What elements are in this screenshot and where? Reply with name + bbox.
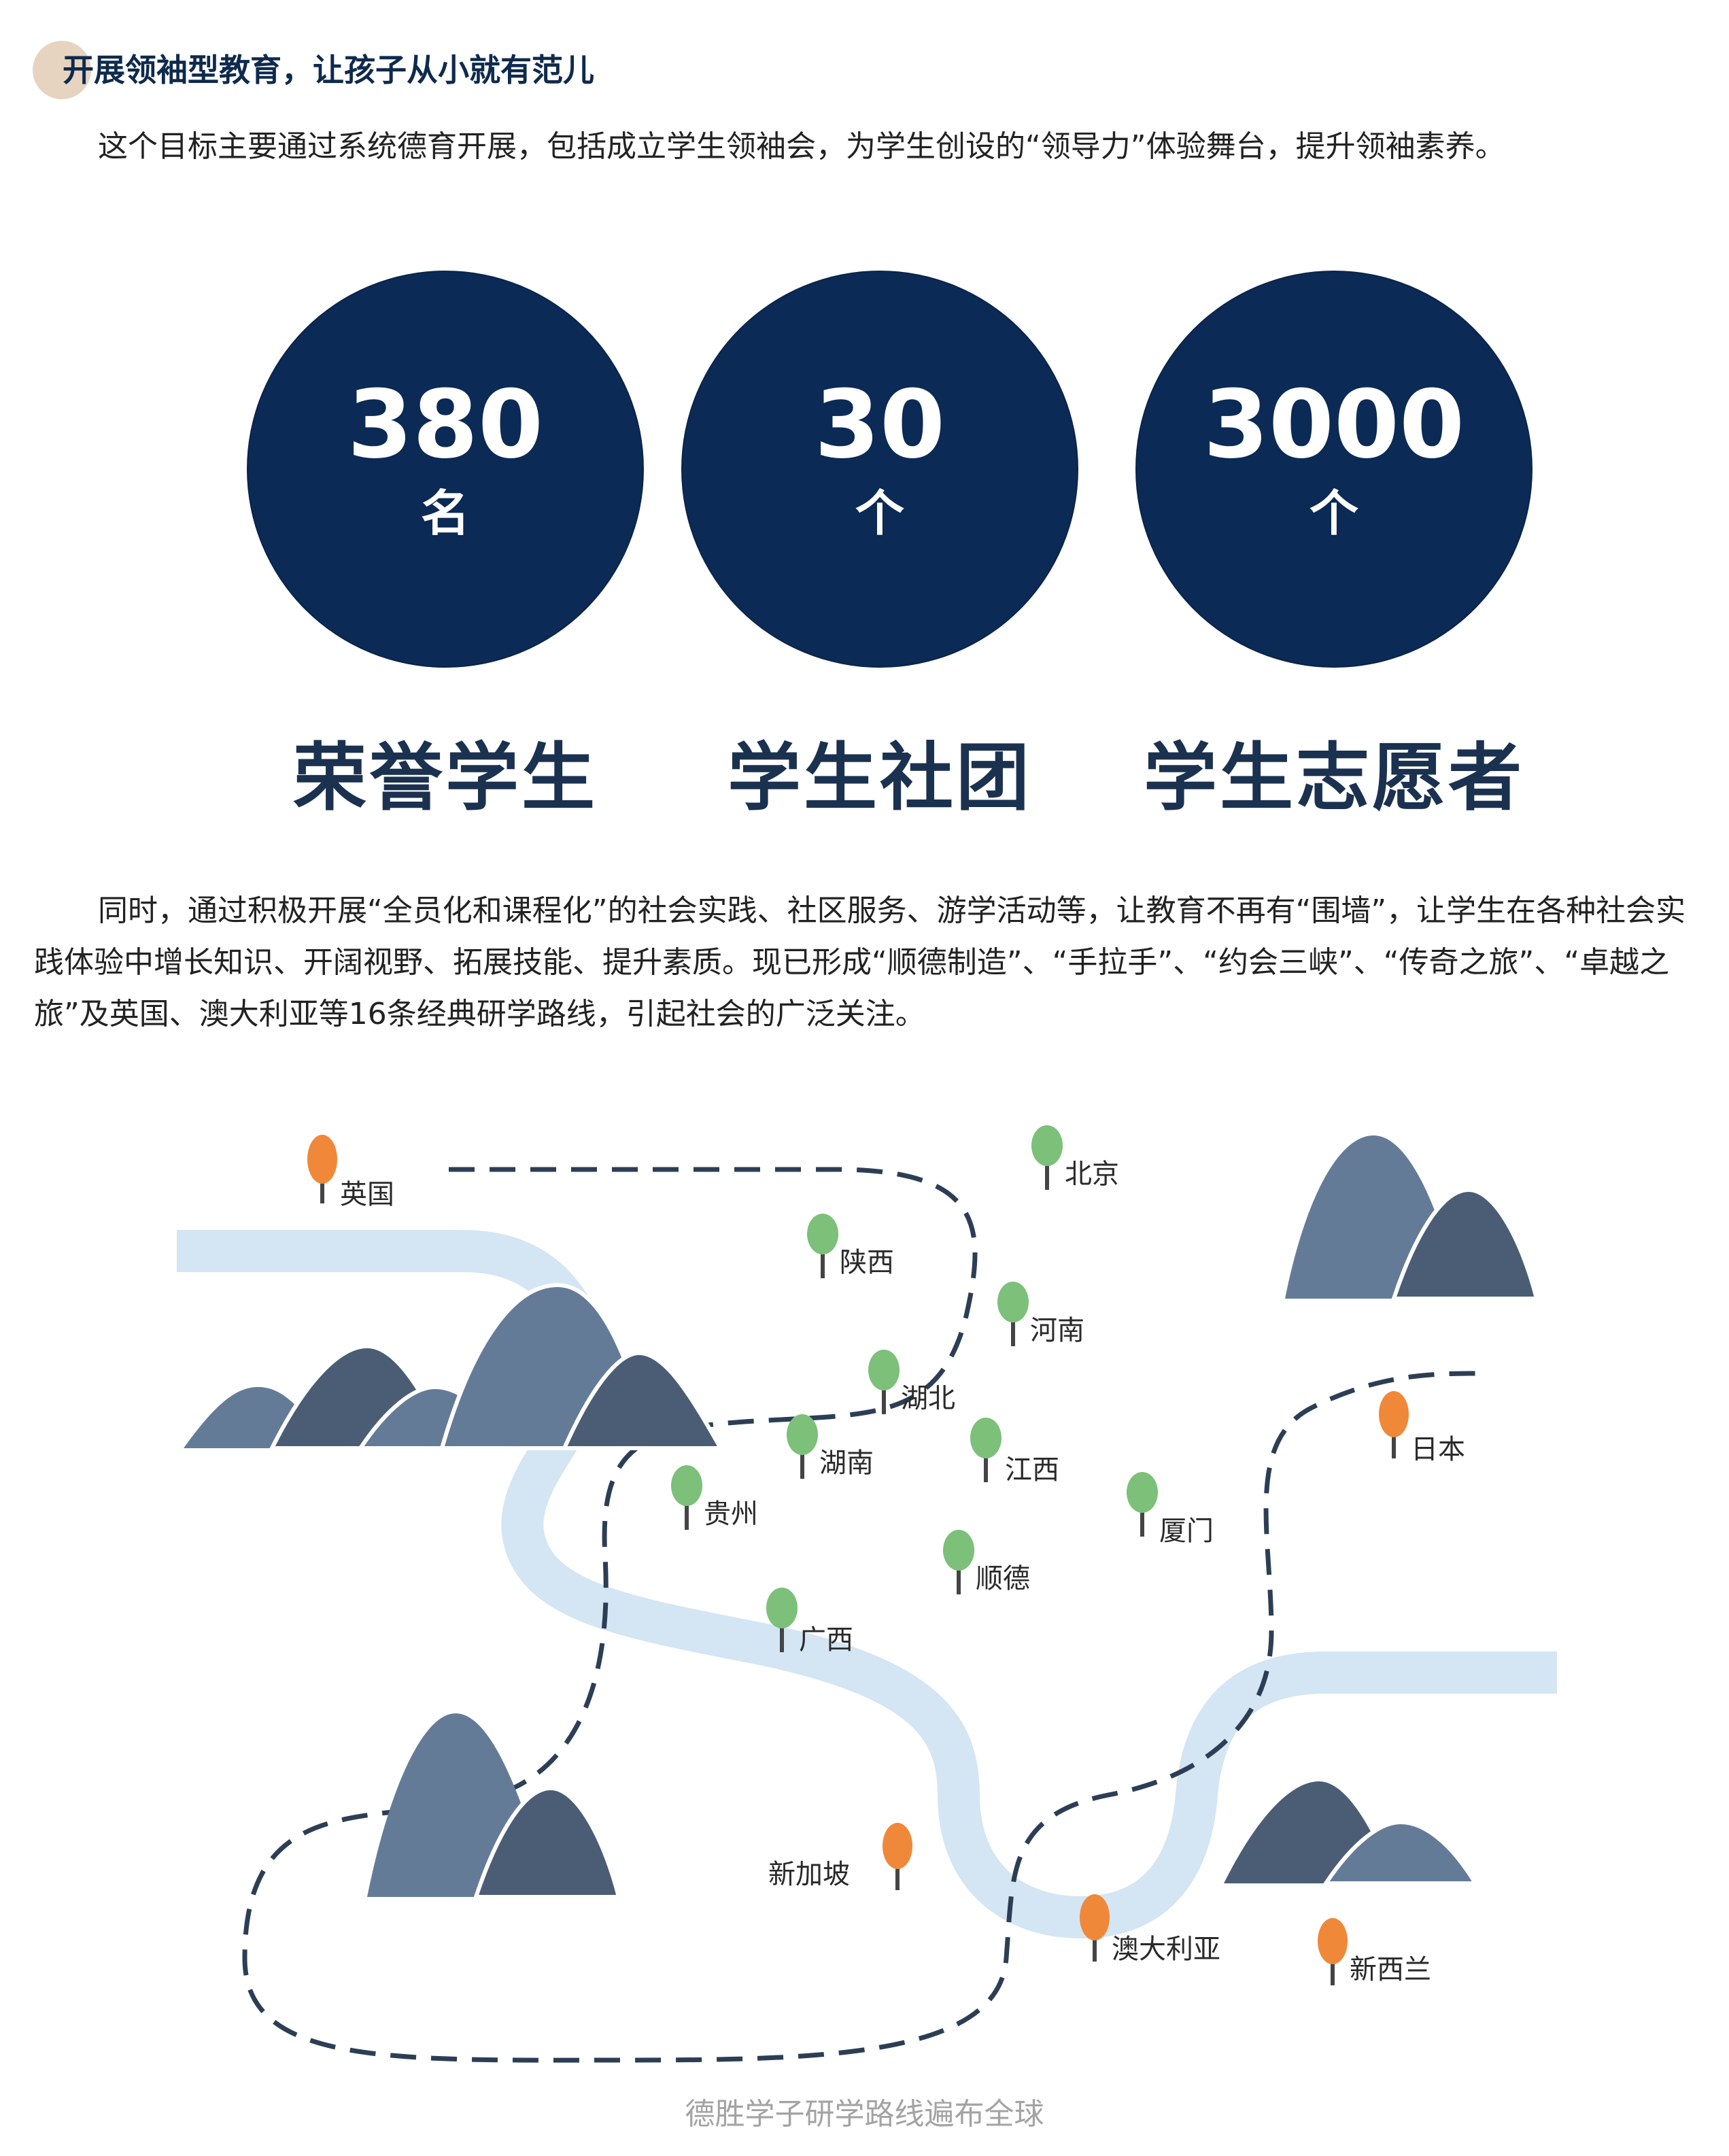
place-australia: 澳大利亚 — [1080, 1894, 1220, 1965]
stat-label: 荣誉学生 — [292, 736, 598, 821]
tree-icon — [868, 1350, 900, 1390]
place-label: 北京 — [1065, 1159, 1119, 1190]
place-label: 新西兰 — [1350, 1954, 1431, 1985]
stat-student-clubs: 30 个 学生社团 — [683, 272, 1077, 829]
image-caption: 德胜学子研学路线遍布全球 — [685, 2097, 1044, 2132]
mountain-group-bottom-left — [367, 1713, 621, 1899]
place-jiangxi: 江西 — [970, 1418, 1059, 1486]
place-label: 江西 — [1005, 1454, 1059, 1486]
place-guangxi: 广西 — [766, 1588, 853, 1656]
tree-icon — [1031, 1125, 1063, 1166]
place-label: 厦门 — [1159, 1516, 1214, 1547]
stats-infographic: 380 名 荣誉学生 30 个 学生社团 3000 个 学生志愿者 — [0, 272, 1729, 829]
place-label: 澳大利亚 — [1112, 1934, 1220, 1965]
tree-icon — [1080, 1894, 1110, 1940]
paragraph-routes: 同时，通过积极开展“全员化和课程化”的社会实践、社区服务、游学活动等，让教育不再… — [34, 893, 1686, 1031]
place-shunde: 顺德 — [943, 1530, 1030, 1594]
stat-student-volunteers: 3000 个 学生志愿者 — [1137, 272, 1531, 829]
tree-icon — [883, 1823, 912, 1869]
stat-unit: 个 — [855, 485, 904, 542]
stat-circle — [683, 272, 1077, 666]
stat-label: 学生志愿者 — [1143, 736, 1524, 821]
tree-icon — [1127, 1472, 1158, 1513]
mountain-group-bottom-right — [1224, 1781, 1479, 1885]
place-label: 顺德 — [976, 1563, 1030, 1594]
place-label: 湖北 — [901, 1383, 955, 1414]
place-singapore: 新加坡 — [768, 1823, 912, 1890]
place-xiamen: 厦门 — [1127, 1472, 1214, 1547]
stat-number: 3000 — [1203, 370, 1465, 479]
route-map-illustration: 英国 北京 陕西 河南 湖北 日本 湖南 江西 — [177, 1125, 1557, 2063]
place-label: 陕西 — [840, 1247, 894, 1278]
study-route-map: 英国 北京 陕西 河南 湖北 日本 湖南 江西 — [156, 1115, 1584, 2094]
place-guizhou: 贵州 — [671, 1465, 758, 1530]
place-shaanxi: 陕西 — [807, 1214, 894, 1278]
tree-icon — [671, 1465, 702, 1506]
tree-icon — [943, 1530, 974, 1571]
mountain-group-top-right — [1285, 1135, 1539, 1301]
route-line — [242, 1167, 1483, 2063]
place-label: 贵州 — [704, 1499, 758, 1530]
stat-unit: 名 — [420, 485, 470, 542]
place-hunan: 湖南 — [787, 1414, 874, 1479]
tree-icon — [1379, 1391, 1409, 1437]
stat-number: 30 — [814, 370, 946, 479]
place-hubei: 湖北 — [868, 1350, 955, 1414]
heading-bullet-dot — [33, 41, 91, 99]
stat-unit: 个 — [1309, 485, 1358, 542]
place-japan: 日本 — [1379, 1391, 1465, 1465]
tree-icon — [997, 1282, 1029, 1322]
tree-icon — [1318, 1918, 1348, 1964]
stat-label: 学生社团 — [727, 736, 1032, 821]
place-label: 湖南 — [819, 1448, 874, 1479]
place-label: 新加坡 — [768, 1859, 850, 1890]
tree-icon — [766, 1588, 798, 1628]
mountain-group-left — [184, 1282, 725, 1450]
place-beijing: 北京 — [1031, 1125, 1119, 1190]
tree-icon — [787, 1414, 818, 1455]
place-new-zealand: 新西兰 — [1318, 1918, 1431, 1985]
place-label: 英国 — [340, 1179, 394, 1210]
place-label: 河南 — [1030, 1315, 1084, 1346]
section-heading: 开展领袖型教育，让孩子从小就有范儿 — [27, 35, 1115, 103]
heading-title: 开展领袖型教育，让孩子从小就有范儿 — [63, 52, 594, 88]
stat-honor-students: 380 名 荣誉学生 — [248, 272, 643, 829]
tree-icon — [307, 1135, 337, 1184]
place-label: 日本 — [1411, 1434, 1465, 1465]
place-henan: 河南 — [997, 1282, 1084, 1346]
stat-circle — [248, 272, 643, 666]
tree-icon — [807, 1214, 838, 1254]
place-label: 广西 — [799, 1624, 853, 1656]
stat-circle — [1137, 272, 1531, 666]
stat-number: 380 — [347, 370, 544, 479]
tree-icon — [970, 1418, 1002, 1458]
paragraph-intro: 这个目标主要通过系统德育开展，包括成立学生领袖会，为学生创设的“领导力”体验舞台… — [98, 129, 1505, 164]
place-england: 英国 — [307, 1135, 394, 1210]
